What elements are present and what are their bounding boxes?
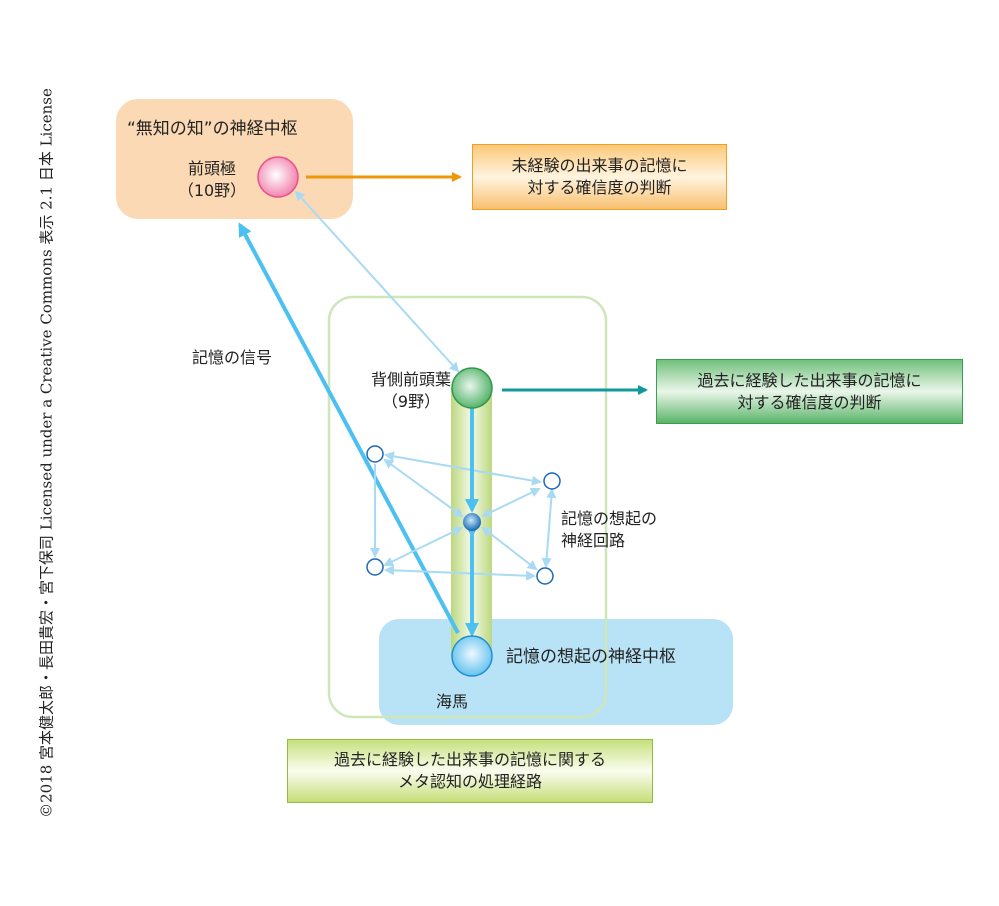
unexperienced-line2: 対する確信度の判断	[527, 178, 672, 197]
experienced-line1: 過去に経験した出来事の記憶に	[697, 370, 922, 390]
circuit-node	[366, 445, 384, 463]
circuit-link	[384, 565, 536, 581]
experienced-confidence-box: 過去に経験した出来事の記憶に 対する確信度の判断	[656, 359, 963, 424]
caption-line2: メタ認知の処理経路	[397, 772, 542, 791]
experienced-line2: 対する確信度の判断	[737, 392, 882, 412]
unexperienced-line1: 未経験の出来事の記憶に	[511, 156, 688, 175]
pathway-caption-box: 過去に経験した出来事の記憶に関する メタ認知の処理経路	[287, 739, 653, 803]
recall-center-label: 記憶の想起の神経中枢	[506, 647, 676, 667]
pole-dorsolateral-link	[294, 190, 460, 373]
recall-circuit-nodes	[366, 445, 561, 585]
hippocampus-node	[451, 635, 493, 677]
recall-circuit-hub-node	[463, 513, 481, 531]
circuit-link	[541, 488, 557, 568]
copyright-notice: ©2018 宮本健太郎・長田貴宏・宮下保司 Licensed under a C…	[37, 88, 56, 818]
frontal-pole-name: 前頭極	[187, 159, 236, 178]
dorsolateral-area: （9野）	[381, 392, 441, 411]
metacognition-pathway-frame	[327, 295, 608, 719]
circuit-link	[383, 527, 463, 566]
circuit-link	[481, 526, 538, 571]
hippocampus-region	[379, 619, 733, 725]
recall-circuit-label: 記憶の想起の 神経回路	[561, 508, 657, 552]
circuit-node	[543, 472, 561, 490]
frontal-pole-node-label: 前頭極 （10野）	[172, 158, 252, 202]
unexperienced-confidence-box: 未経験の出来事の記憶に 対する確信度の判断	[472, 144, 727, 210]
circuit-node	[536, 567, 554, 585]
circuit-node	[366, 558, 384, 576]
dorsolateral-name: 背側前頭葉	[370, 370, 451, 389]
recall-circuit-line2: 神経回路	[561, 531, 626, 550]
memory-signal-label: 記憶の信号	[192, 348, 273, 367]
dorsolateral-node	[451, 367, 493, 409]
recall-circuit-links	[370, 451, 557, 581]
hippocampus-name: 海馬	[436, 692, 469, 711]
frontal-pole-area: （10野）	[177, 181, 247, 200]
caption-line1: 過去に経験した出来事の記憶に関する	[333, 750, 606, 769]
frontal-pole-center-title: “無知の知”の神経中枢	[127, 119, 298, 139]
circuit-link	[383, 458, 464, 518]
recall-circuit-line1: 記憶の想起の	[561, 509, 658, 528]
dorsolateral-node-label: 背側前頭葉 （9野）	[366, 369, 456, 413]
frontal-pole-node	[257, 156, 299, 198]
circuit-link	[481, 487, 541, 518]
